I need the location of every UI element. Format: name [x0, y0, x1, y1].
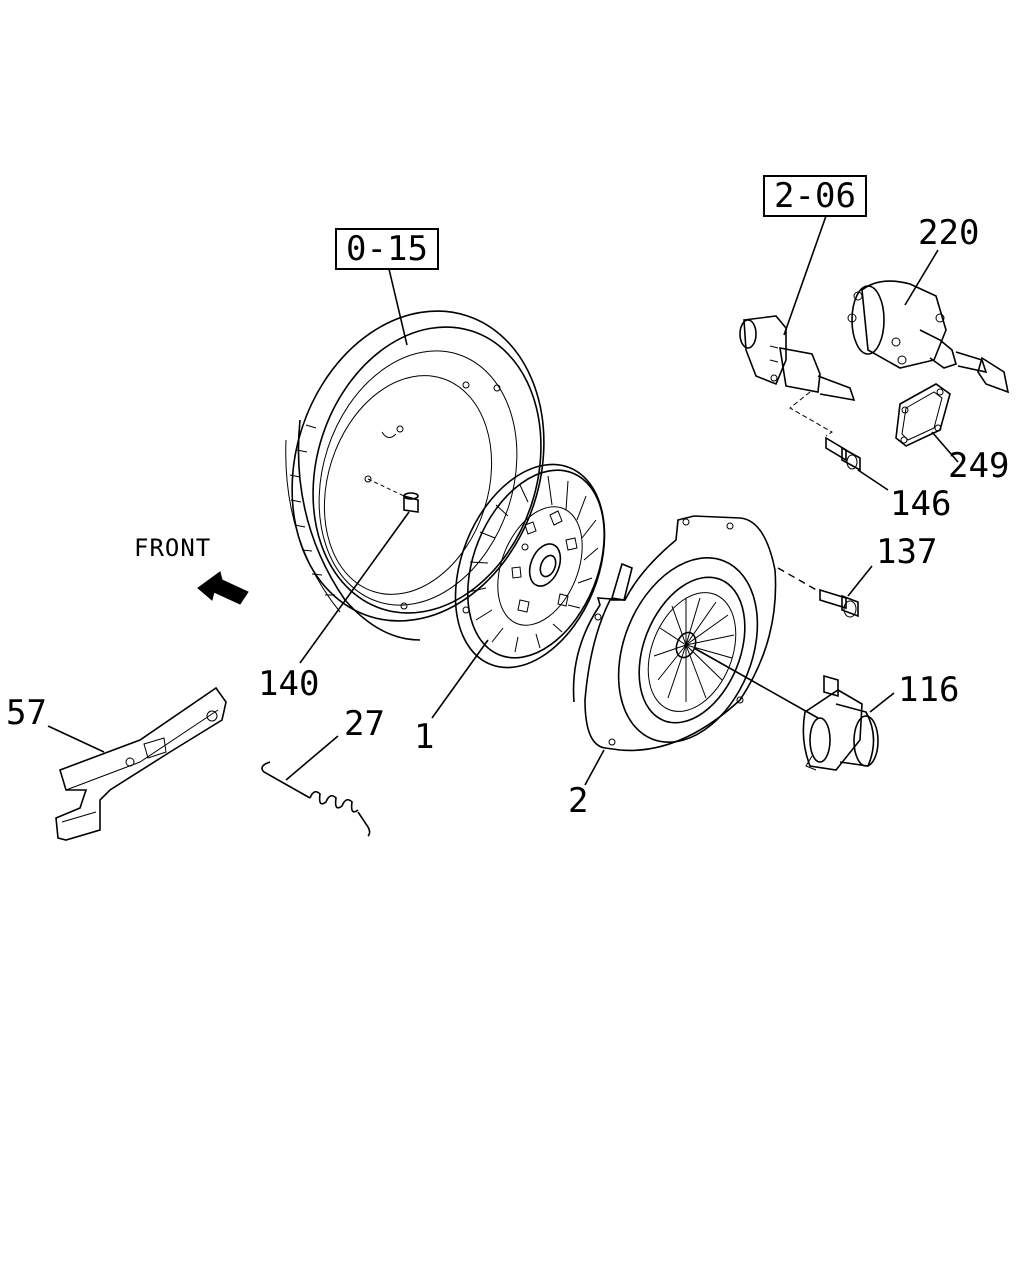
callout-2[interactable]: 2 [568, 781, 588, 821]
leader-57 [47, 725, 105, 753]
return-spring-part[interactable] [261, 761, 371, 837]
leader-140 [299, 511, 410, 664]
bolt-137-part[interactable] [819, 588, 859, 618]
ref-box-0-15[interactable]: 0-15 [335, 228, 439, 270]
arrow-left-down-icon [197, 571, 249, 605]
booster-220-part[interactable] [847, 280, 1010, 394]
callout-27[interactable]: 27 [344, 704, 385, 744]
leader-0-15 [388, 268, 408, 346]
leader-2 [584, 749, 605, 786]
release-bearing-part[interactable] [802, 674, 879, 771]
ref-box-2-06[interactable]: 2-06 [763, 175, 867, 217]
pilot-bearing-part[interactable] [367, 478, 419, 513]
dashed-link-146 [789, 391, 833, 437]
gasket-249-part[interactable] [895, 383, 951, 447]
front-direction: FRONT [134, 534, 249, 605]
dashed-line-137 [777, 567, 821, 593]
leader-137 [847, 565, 873, 597]
callout-146[interactable]: 146 [890, 484, 951, 524]
callout-116[interactable]: 116 [898, 670, 959, 710]
clutch-disc-part[interactable] [427, 442, 633, 690]
slave-cylinder-part[interactable] [739, 315, 856, 402]
ref-box-0-15-label: 0-15 [346, 229, 428, 269]
clutch-cover-part[interactable] [572, 515, 784, 763]
callout-249[interactable]: 249 [948, 446, 1009, 486]
front-label: FRONT [134, 534, 211, 562]
leader-2-06 [783, 215, 827, 336]
leader-1 [431, 639, 489, 719]
callout-140[interactable]: 140 [258, 664, 319, 704]
release-fork-part[interactable] [55, 686, 227, 841]
callout-220[interactable]: 220 [918, 213, 979, 253]
ref-box-2-06-label: 2-06 [774, 176, 856, 216]
leader-220 [904, 249, 939, 306]
leader-249 [931, 431, 959, 463]
callout-1[interactable]: 1 [414, 717, 434, 757]
leader-27 [285, 735, 339, 781]
leader-116 [869, 692, 895, 713]
flywheel-drawing [285, 310, 545, 641]
axis-line [693, 647, 819, 719]
callout-57[interactable]: 57 [6, 693, 47, 733]
callout-137[interactable]: 137 [876, 532, 937, 572]
bolt-146-part[interactable] [825, 436, 861, 472]
leader-146 [857, 469, 889, 491]
